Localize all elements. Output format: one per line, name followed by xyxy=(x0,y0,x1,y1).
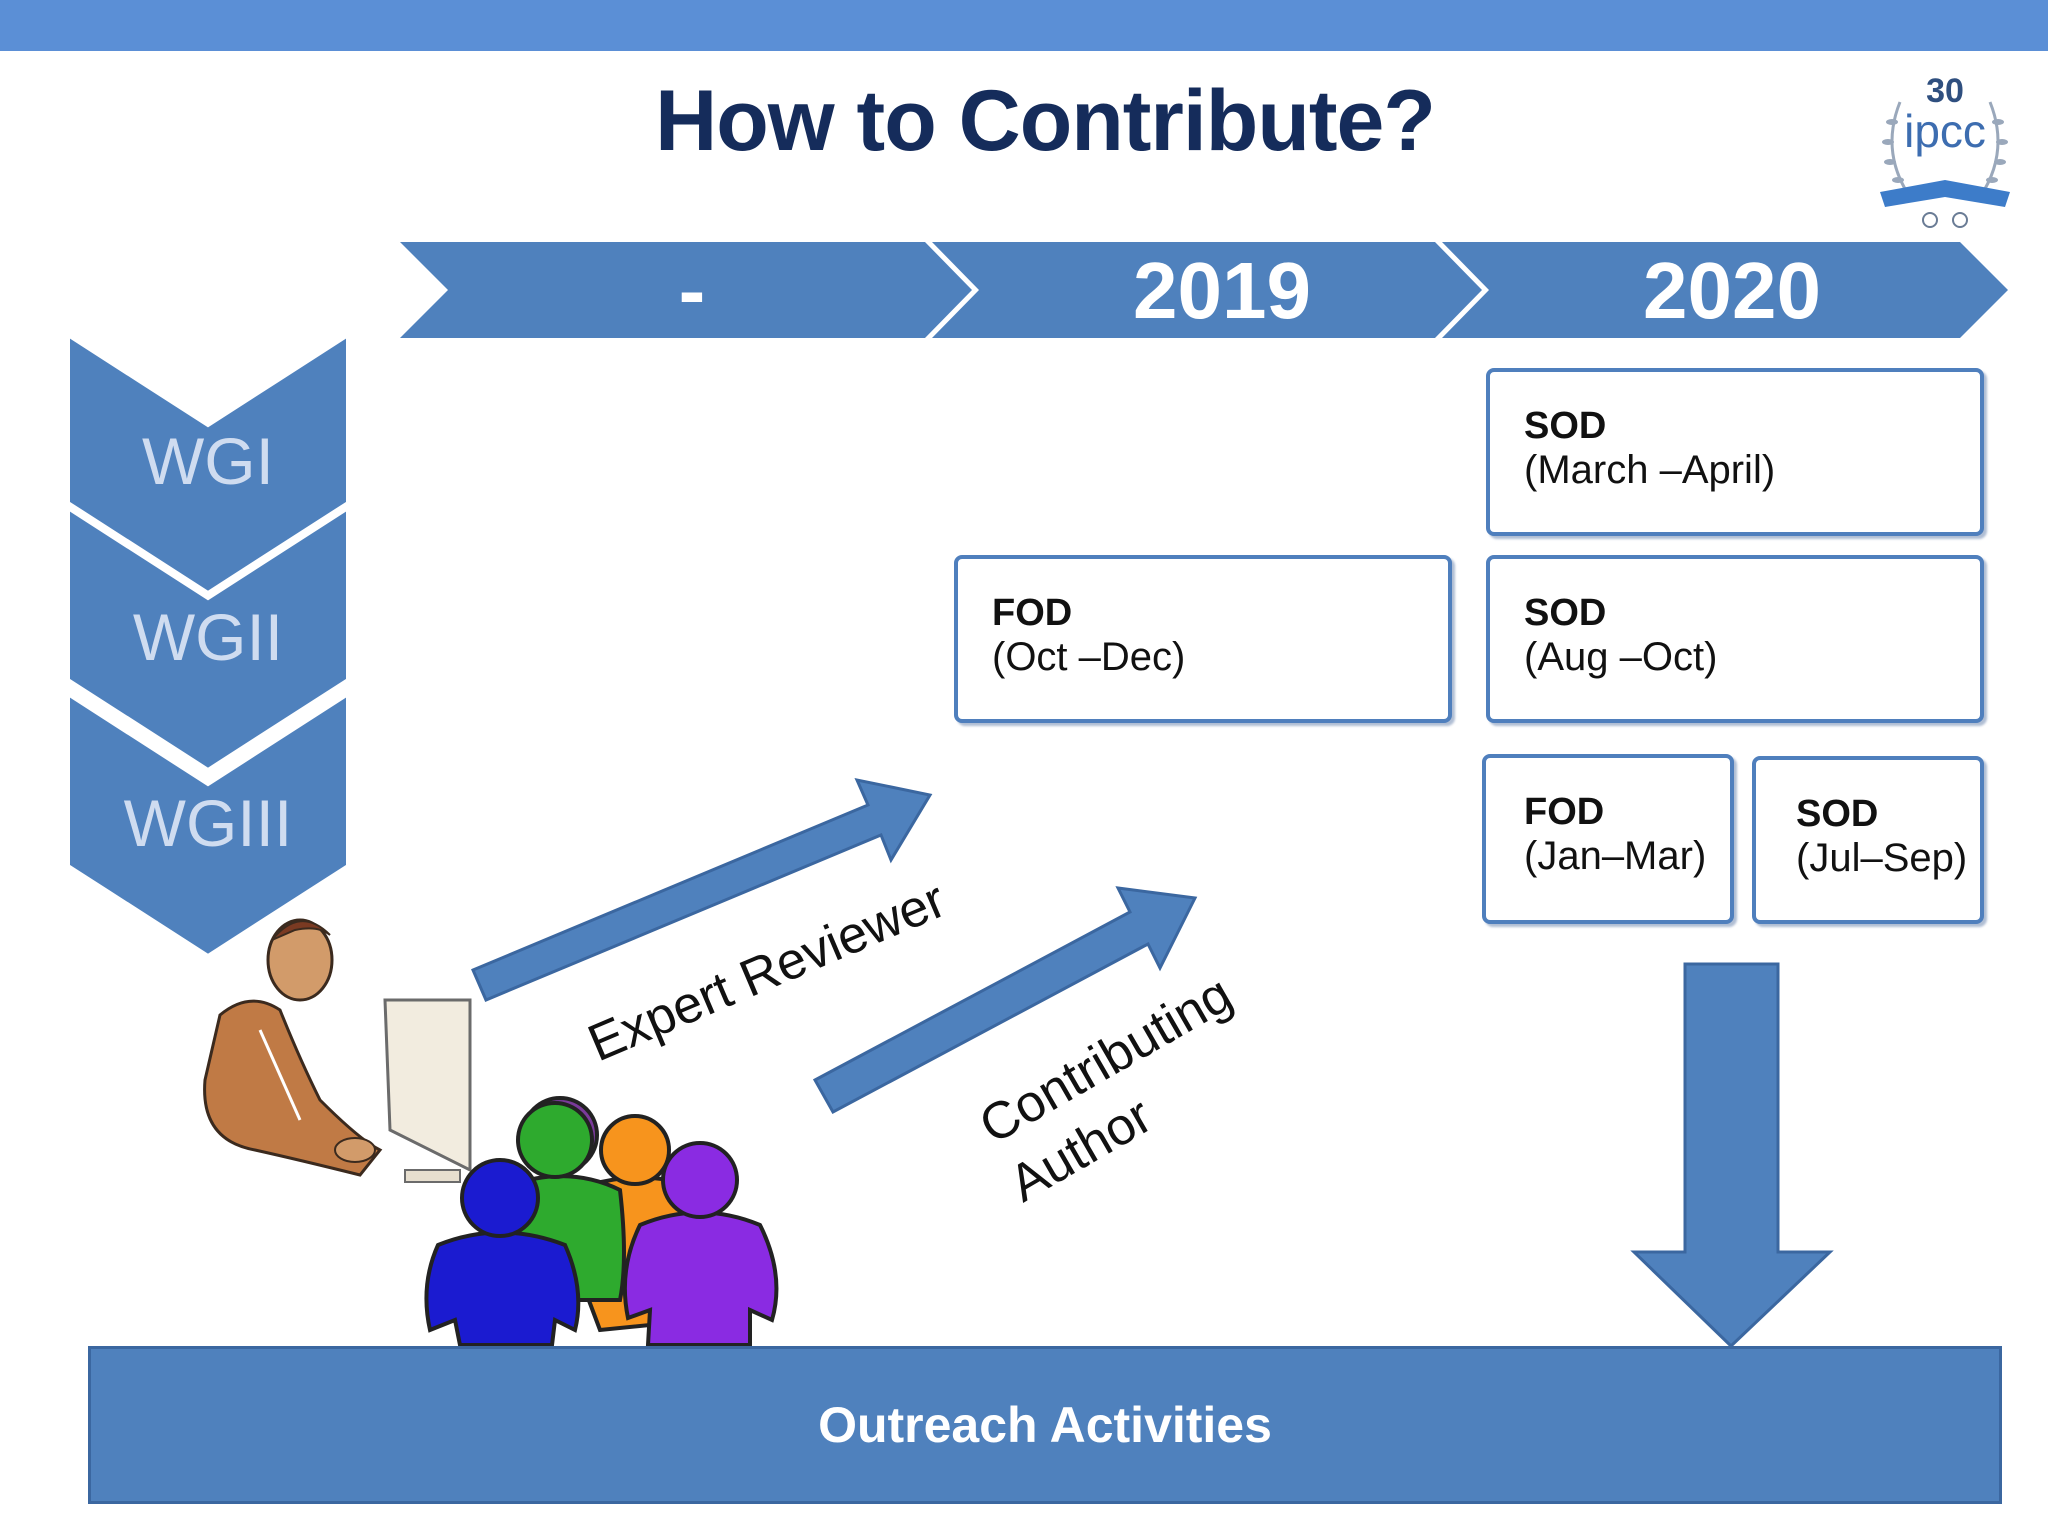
down-arrow xyxy=(1630,962,1834,1349)
ipcc-30-logo: 30 ipcc xyxy=(1880,72,2010,228)
box-kind: FOD xyxy=(1524,791,1605,833)
outreach-activities-bar: Outreach Activities xyxy=(88,1346,2002,1504)
top-banner xyxy=(0,0,2048,51)
box-kind: SOD xyxy=(1796,793,1879,835)
person-at-computer-icon xyxy=(203,918,472,1183)
wg3-sod-2020-box: SOD (Jul–Sep) xyxy=(1752,756,1984,924)
box-kind: SOD xyxy=(1524,592,1607,634)
wg-label-1: WGI xyxy=(142,424,274,498)
timeline-label-3: 2020 xyxy=(1643,246,1821,335)
timeline-segment-1 xyxy=(400,242,972,338)
wg2-sod-2020-box: SOD (Aug –Oct) xyxy=(1486,555,1984,723)
box-period: (Jul–Sep) xyxy=(1796,836,1968,880)
contributing-author-arrow xyxy=(812,886,1198,1115)
timeline-segment-2 xyxy=(932,242,1482,338)
box-period: (Oct –Dec) xyxy=(992,635,1186,679)
logo-text: ipcc xyxy=(1904,105,1986,157)
box-period: (March –April) xyxy=(1524,448,1776,492)
timeline-label-2: 2019 xyxy=(1133,246,1311,335)
wg-label-2: WGII xyxy=(133,600,283,674)
logo-number: 30 xyxy=(1926,72,1964,110)
box-kind: FOD xyxy=(992,592,1073,634)
box-period: (Aug –Oct) xyxy=(1524,635,1718,679)
wg3-fod-2020-box: FOD (Jan–Mar) xyxy=(1482,754,1734,924)
wg-chevron-3 xyxy=(66,690,350,959)
page-title: How to Contribute? xyxy=(655,73,1436,169)
wg-chevron-2 xyxy=(66,504,350,773)
timeline-label-1: - xyxy=(679,246,706,335)
wg1-sod-2020-box: SOD (March –April) xyxy=(1486,368,1984,536)
box-kind: SOD xyxy=(1524,405,1607,447)
timeline-segment-3 xyxy=(1442,242,2008,338)
wg-label-3: WGIII xyxy=(124,786,293,860)
box-period: (Jan–Mar) xyxy=(1524,834,1707,878)
wg-chevron-1 xyxy=(66,331,350,596)
expert-reviewer-arrow xyxy=(471,777,933,1002)
wg2-fod-2019-box: FOD (Oct –Dec) xyxy=(954,555,1452,723)
people-group-icon xyxy=(424,1096,779,1347)
